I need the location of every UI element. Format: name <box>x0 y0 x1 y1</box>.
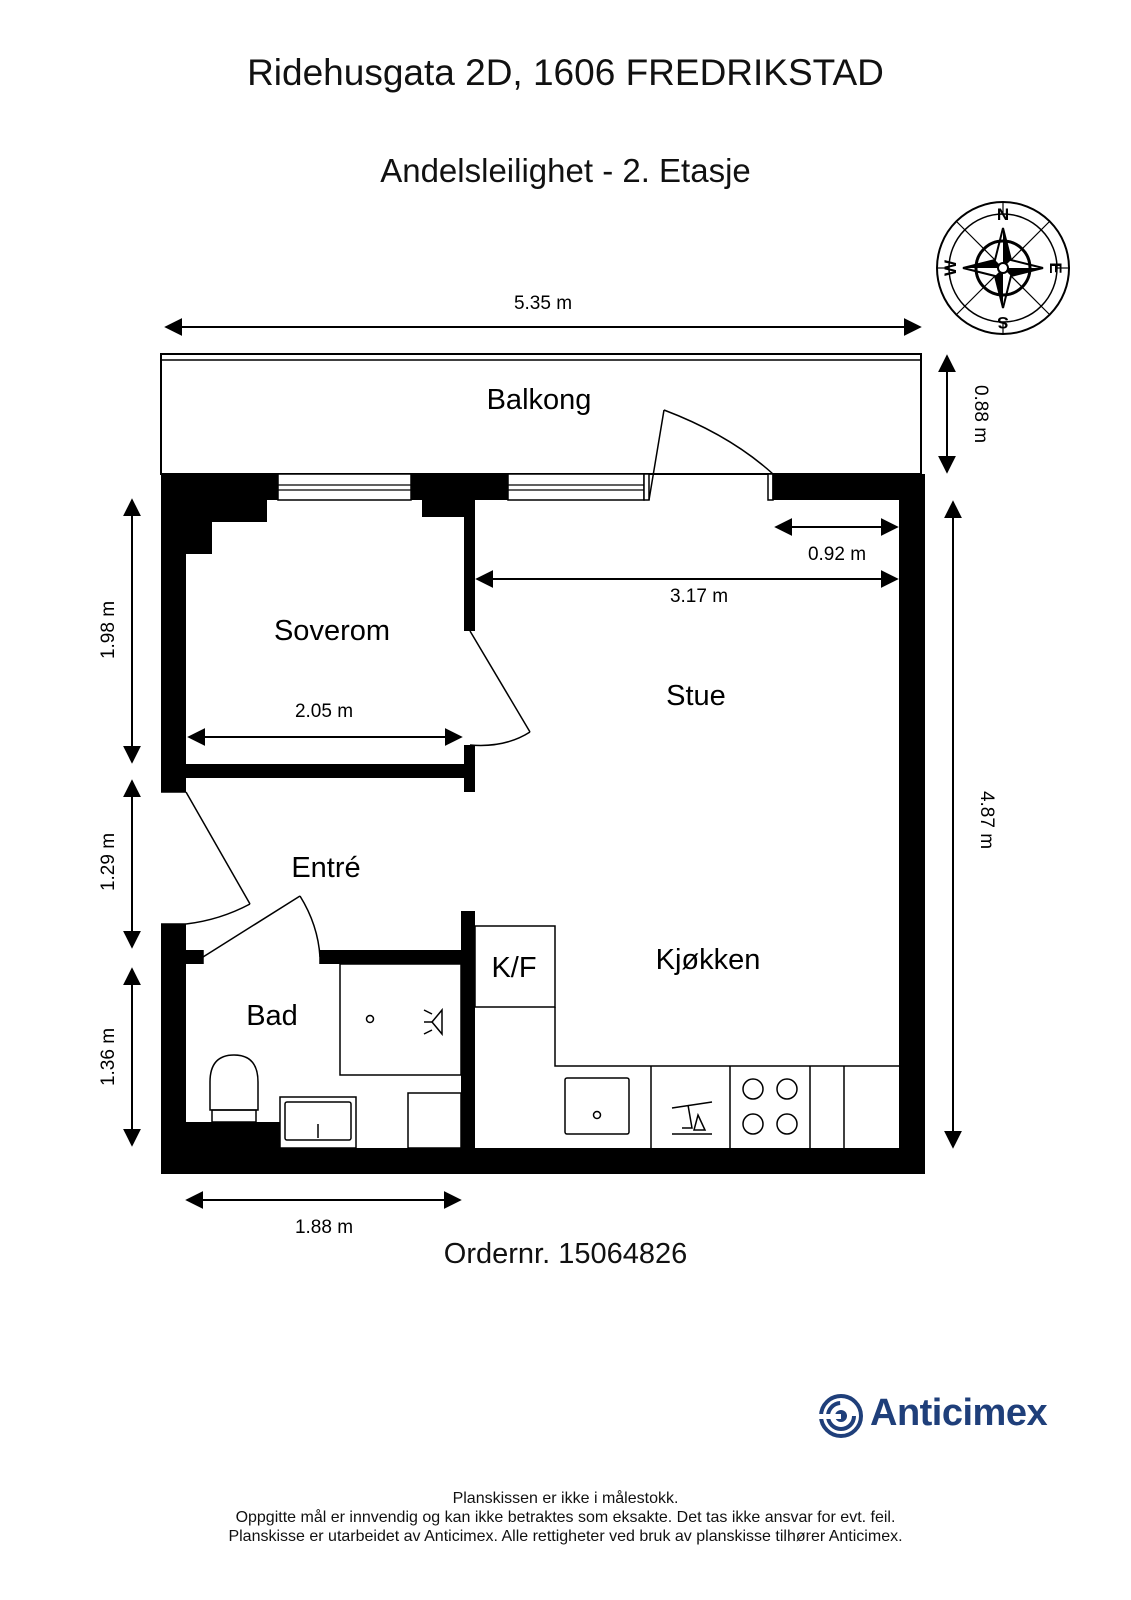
room-label-living: Stue <box>666 680 726 712</box>
dim-bedroom-width: 2.05 m <box>295 701 353 722</box>
bedroom-door <box>469 630 531 747</box>
bath-sink-icon <box>279 1096 357 1149</box>
disclaimer-line-3: Planskisse er utarbeidet av Anticimex. A… <box>228 1528 903 1545</box>
compass-icon: N S E W <box>936 201 1070 335</box>
dim-living-depth: 4.87 m <box>976 791 997 849</box>
address-title: Ridehusgata 2D, 1606 FREDRIKSTAD <box>247 52 884 93</box>
entrance-door <box>161 791 251 925</box>
compass-s-label: S <box>997 313 1008 332</box>
kitchen-counter <box>474 925 899 1148</box>
floor-subtitle: Andelsleilighet - 2. Etasje <box>380 152 751 189</box>
brand-name: Anticimex <box>870 1392 1048 1434</box>
bath-cabinet <box>407 1092 462 1149</box>
balcony-door <box>643 409 774 501</box>
room-label-bath: Bad <box>246 1000 298 1032</box>
room-label-balcony: Balkong <box>487 384 592 416</box>
compass-w-label: W <box>941 259 960 276</box>
kitchen-sink-icon <box>564 1077 630 1135</box>
compass-e-label: E <box>1046 262 1065 273</box>
dim-bath-width: 1.88 m <box>295 1217 353 1238</box>
dim-bedroom-depth: 1.98 m <box>98 601 119 659</box>
outer-walls <box>161 474 925 1174</box>
room-label-bedroom: Soverom <box>274 615 390 647</box>
anticimex-logo-icon <box>818 1394 863 1438</box>
dim-door-offset: 0.92 m <box>808 544 866 565</box>
dishwasher-icon <box>671 1101 713 1135</box>
dim-bath-depth: 1.36 m <box>98 1028 119 1086</box>
room-label-entrance: Entré <box>291 852 360 884</box>
cooktop-icon <box>742 1078 798 1135</box>
disclaimer-line-2: Oppgitte mål er innvendig og kan ikke be… <box>235 1509 896 1526</box>
interior-walls <box>186 500 475 1148</box>
disclaimer-line-1: Planskissen er ikke i målestokk. <box>452 1490 679 1507</box>
dimension-lines <box>123 318 962 1209</box>
room-label-fridge: K/F <box>491 952 536 984</box>
toilet-icon <box>209 1054 259 1123</box>
dim-entrance-depth: 1.29 m <box>98 833 119 891</box>
disclaimer: Planskissen er ikke i målestokk. Oppgitt… <box>0 1489 1131 1546</box>
room-label-kitchen: Kjøkken <box>656 944 761 976</box>
dim-living-width: 3.17 m <box>670 586 728 607</box>
dim-balcony-depth: 0.88 m <box>970 385 991 443</box>
windows <box>277 473 645 501</box>
order-number: Ordernr. 15064826 <box>443 1238 688 1270</box>
shower <box>339 963 462 1076</box>
bathroom-door <box>202 895 321 964</box>
dim-overall-width: 5.35 m <box>514 293 572 314</box>
brand-logo: Anticimex <box>818 1390 1078 1440</box>
compass-n-label: N <box>997 205 1009 224</box>
